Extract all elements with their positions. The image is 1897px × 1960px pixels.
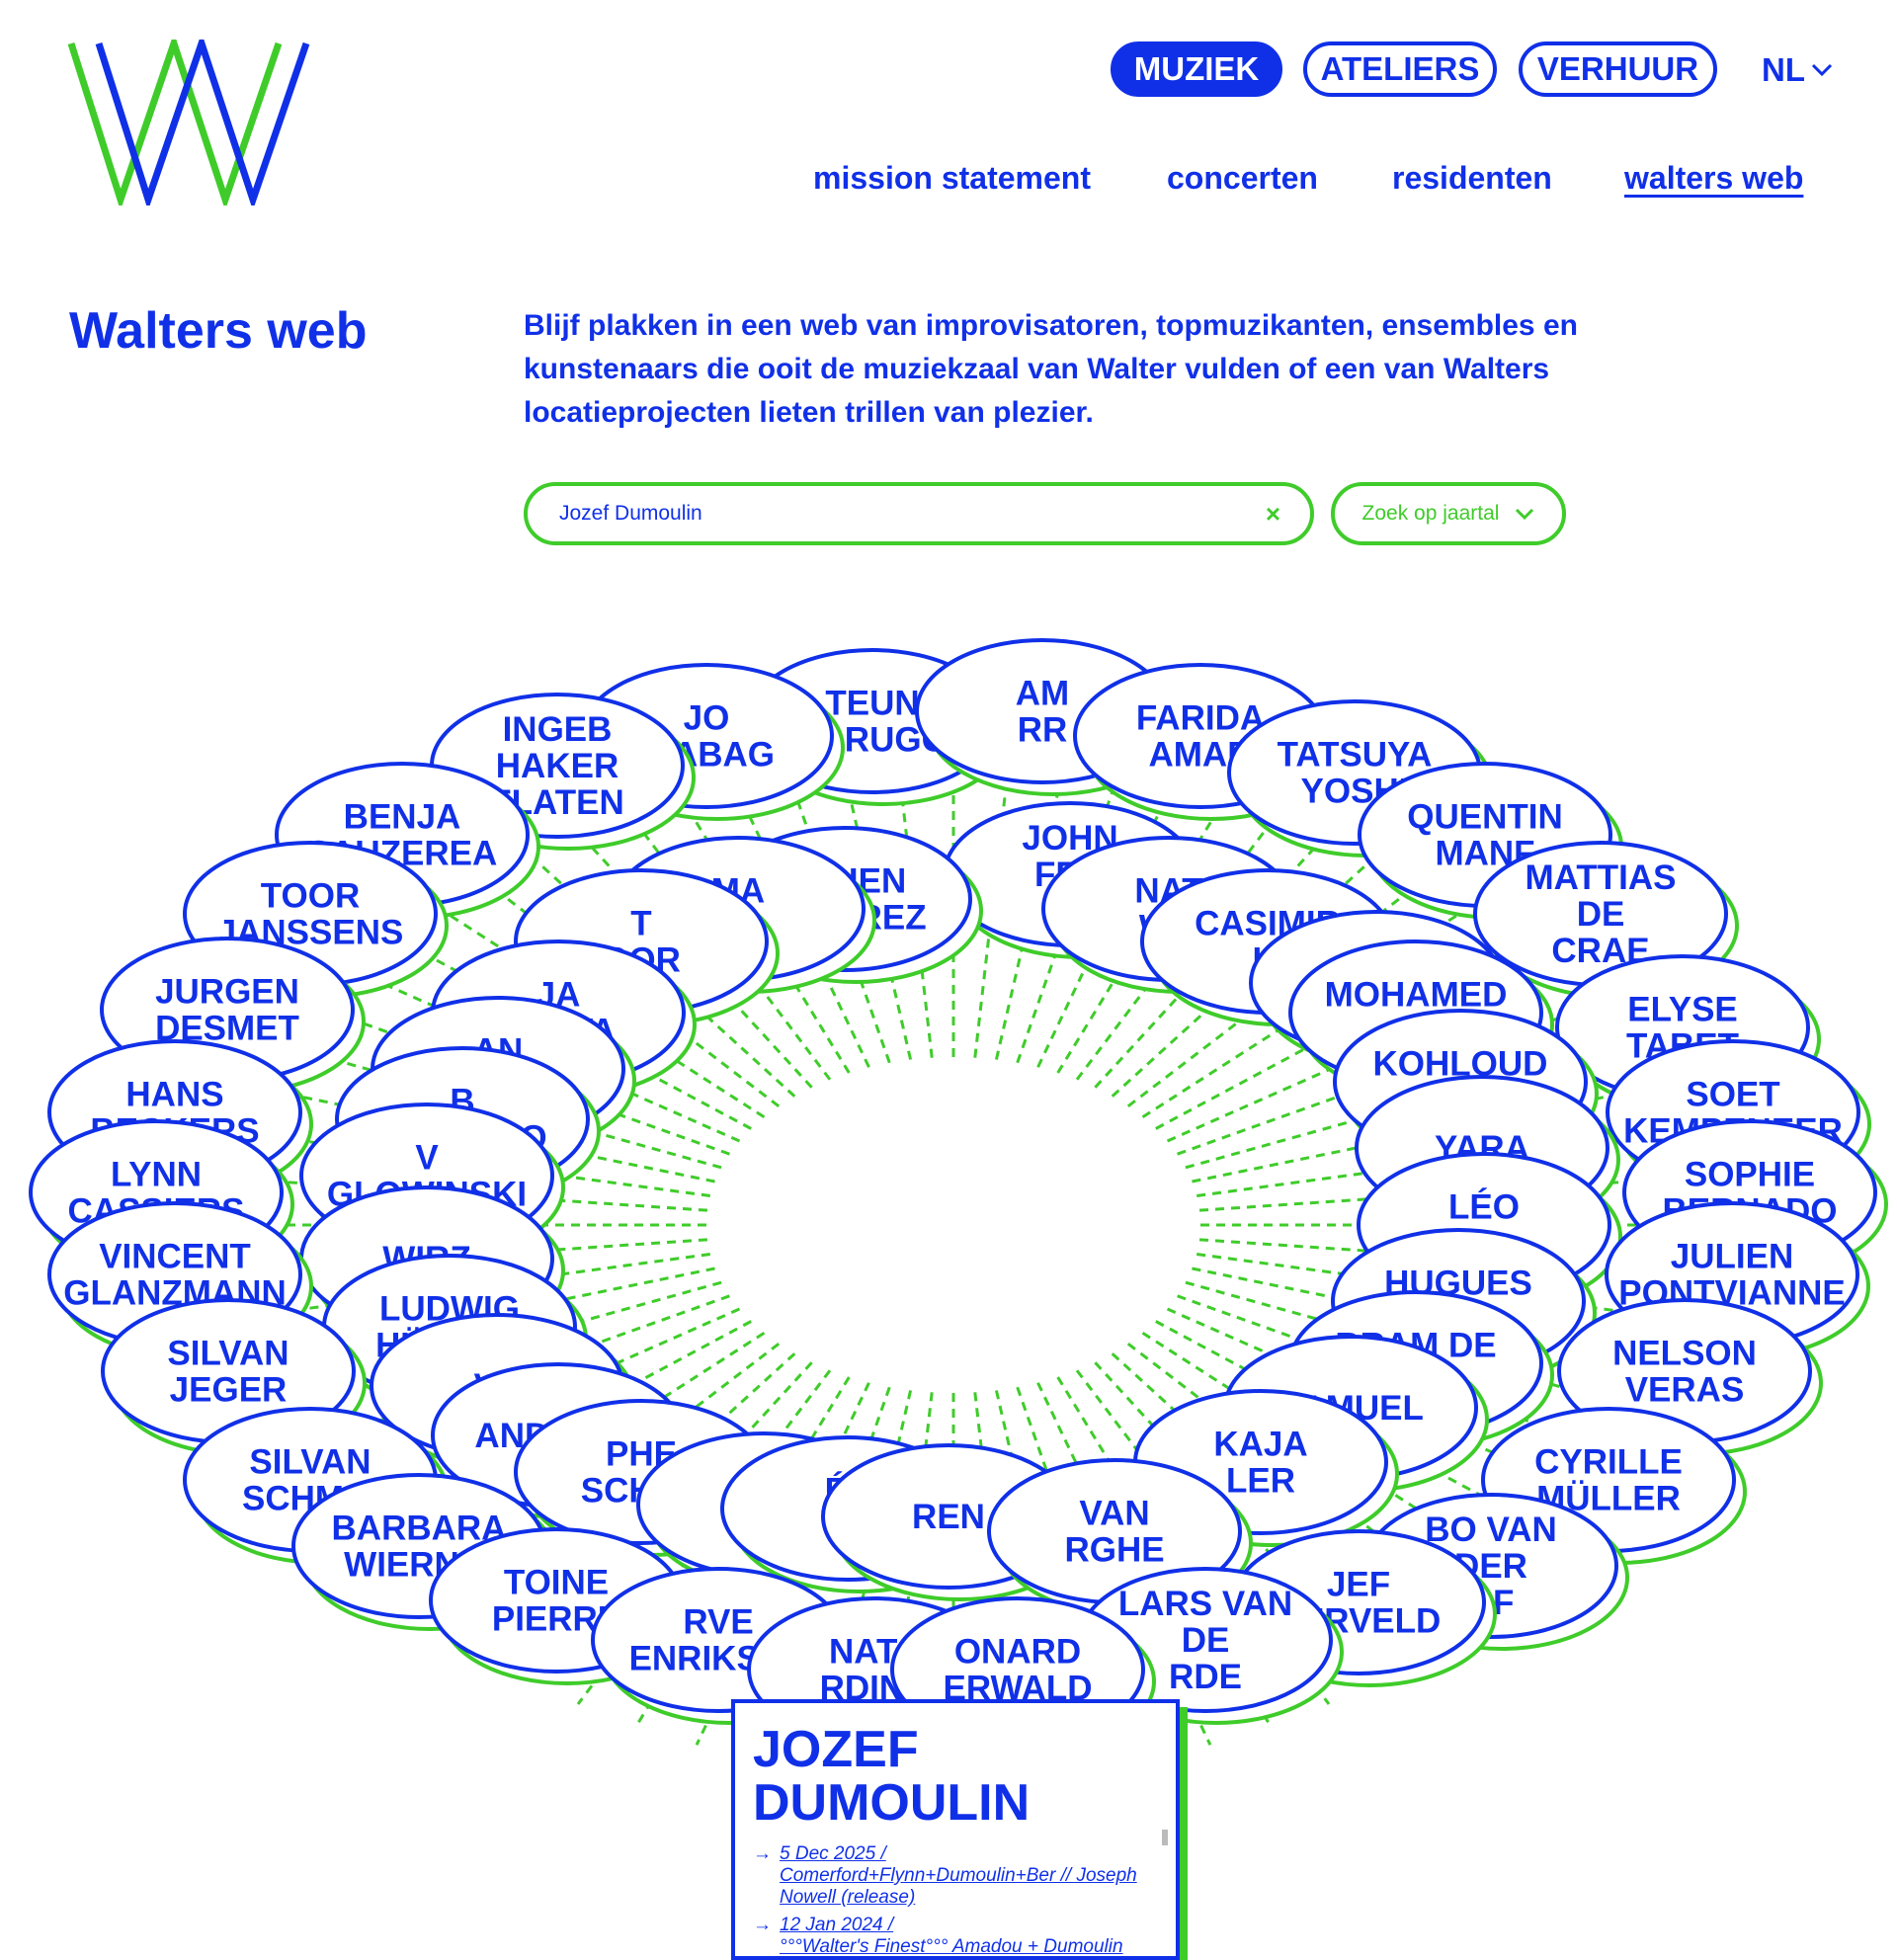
selected-artist-name: JOZEF DUMOULIN xyxy=(753,1723,1156,1830)
artist-node-label: TEUN xyxy=(825,685,919,723)
artist-node-label: DE xyxy=(1577,895,1625,934)
connection-line xyxy=(1196,1253,1693,1323)
chevron-down-icon xyxy=(1516,508,1534,520)
walter-logo[interactable] xyxy=(67,40,312,205)
logo-stroke-blue xyxy=(95,40,310,205)
ateliers-button[interactable]: ATELIERS xyxy=(1303,41,1497,97)
language-selector[interactable]: NL xyxy=(1762,51,1833,89)
connection-line xyxy=(205,1175,708,1212)
artist-node-label: AM xyxy=(1016,675,1069,713)
event-item: → 12 Jan 2024 /°°°Walter's Finest°°° Ama… xyxy=(753,1915,1156,1957)
artist-node-label: SILVAN xyxy=(167,1335,289,1373)
artist-node-label: VAN xyxy=(1079,1495,1149,1533)
artist-node-label: TOOR xyxy=(261,877,360,916)
event-link[interactable]: 5 Dec 2025 /Comerford+Flynn+Dumoulin+Ber… xyxy=(780,1843,1137,1908)
subnav-residenten[interactable]: residenten xyxy=(1392,160,1552,196)
artist-node-label: BENJA xyxy=(344,798,461,837)
arrow-right-icon: → xyxy=(753,1915,772,1935)
artist-node-label: HANS xyxy=(125,1076,223,1114)
artist-node-label: LÉO xyxy=(1448,1187,1520,1227)
artist-node-label: JURGEN xyxy=(155,973,299,1012)
connection-line xyxy=(1198,1175,1702,1212)
subnav-concerten[interactable]: concerten xyxy=(1167,160,1318,196)
artist-node-label: VERAS xyxy=(1625,1371,1745,1410)
event-item: → 5 Dec 2025 /Comerford+Flynn+Dumoulin+B… xyxy=(753,1843,1156,1909)
artist-node-label: T xyxy=(630,905,651,943)
artist-node-label: JEGER xyxy=(170,1371,288,1410)
artist-node-label: NELSON xyxy=(1612,1335,1757,1373)
artist-node-label: LARS VAN xyxy=(1118,1585,1292,1623)
subnav-walters-web[interactable]: walters web xyxy=(1624,160,1804,196)
arrow-right-icon: → xyxy=(753,1843,772,1864)
artist-node-label: ELYSE xyxy=(1627,991,1738,1029)
artist-node-label: ONARD xyxy=(954,1633,1081,1672)
year-filter-label: Zoek op jaartal xyxy=(1361,502,1500,525)
muziek-button[interactable]: MUZIEK xyxy=(1111,41,1282,97)
artist-node-label: MOHAMED xyxy=(1325,976,1508,1015)
selected-artist-card: JOZEF DUMOULIN → 5 Dec 2025 /Comerford+F… xyxy=(731,1699,1180,1960)
artist-node-label: DE xyxy=(1182,1621,1230,1660)
artist-node-label: BO VAN xyxy=(1425,1511,1557,1549)
artist-node-label: JULIEN xyxy=(1671,1238,1793,1276)
card-scrollbar[interactable] xyxy=(1162,1830,1168,1845)
clear-icon[interactable]: × xyxy=(1265,499,1280,529)
artist-node-label: FARIDA xyxy=(1136,699,1265,738)
artist-node-label: RVE xyxy=(683,1603,753,1642)
artist-node-label: RDE xyxy=(1169,1658,1242,1696)
artist-node-label: SOPHIE xyxy=(1685,1156,1815,1194)
artist-node-label: INGEB xyxy=(503,710,613,749)
page-title: Walters web xyxy=(69,302,368,360)
search-input[interactable] xyxy=(557,501,1266,527)
artist-node-label: SILVAN xyxy=(249,1443,371,1482)
artist-node-label: TATSUYA xyxy=(1278,736,1433,775)
artist-node-label: V xyxy=(415,1139,439,1178)
artist-node-label: VINCENT xyxy=(99,1238,251,1276)
language-label: NL xyxy=(1762,51,1805,88)
connection-line xyxy=(227,1080,715,1184)
subnav-mission-statement[interactable]: mission statement xyxy=(813,160,1091,196)
event-link[interactable]: 12 Jan 2024 /°°°Walter's Finest°°° Amado… xyxy=(780,1915,1123,1957)
artist-node-label: JO xyxy=(684,699,730,738)
logo-stroke-green xyxy=(67,40,283,205)
verhuur-button[interactable]: VERHUUR xyxy=(1519,41,1717,97)
artist-node-label: MATTIAS xyxy=(1526,858,1677,897)
artist-node-label: KAJA xyxy=(1213,1426,1307,1464)
chevron-down-icon xyxy=(1811,63,1833,77)
artist-node-label: SOET xyxy=(1686,1076,1779,1114)
artist-node-label: LER xyxy=(1226,1462,1295,1501)
artist-node-label: HAKER xyxy=(496,747,619,785)
artist-node-label: BARBARA xyxy=(332,1510,507,1548)
selected-artist-name-line1: JOZEF xyxy=(753,1721,919,1778)
search-box: × xyxy=(524,482,1314,545)
artist-node-label: RR xyxy=(1018,711,1068,750)
artist-node-label: JEF xyxy=(1327,1566,1390,1604)
year-filter-dropdown[interactable]: Zoek op jaartal xyxy=(1331,482,1566,545)
selected-artist-name-line2: DUMOULIN xyxy=(753,1774,1031,1832)
artist-node-label: RGHE xyxy=(1064,1531,1164,1570)
artist-node-label: TOINE xyxy=(504,1564,609,1602)
artist-node-label: LYNN xyxy=(111,1156,202,1194)
artist-node-label: REN xyxy=(912,1498,985,1536)
event-list: → 5 Dec 2025 /Comerford+Flynn+Dumoulin+B… xyxy=(753,1843,1156,1957)
intro-text: Blijf plakken in een web van improvisato… xyxy=(524,309,1578,429)
artist-node-label: CYRILLE xyxy=(1534,1443,1683,1482)
artist-node-label: QUENTIN xyxy=(1407,798,1563,837)
